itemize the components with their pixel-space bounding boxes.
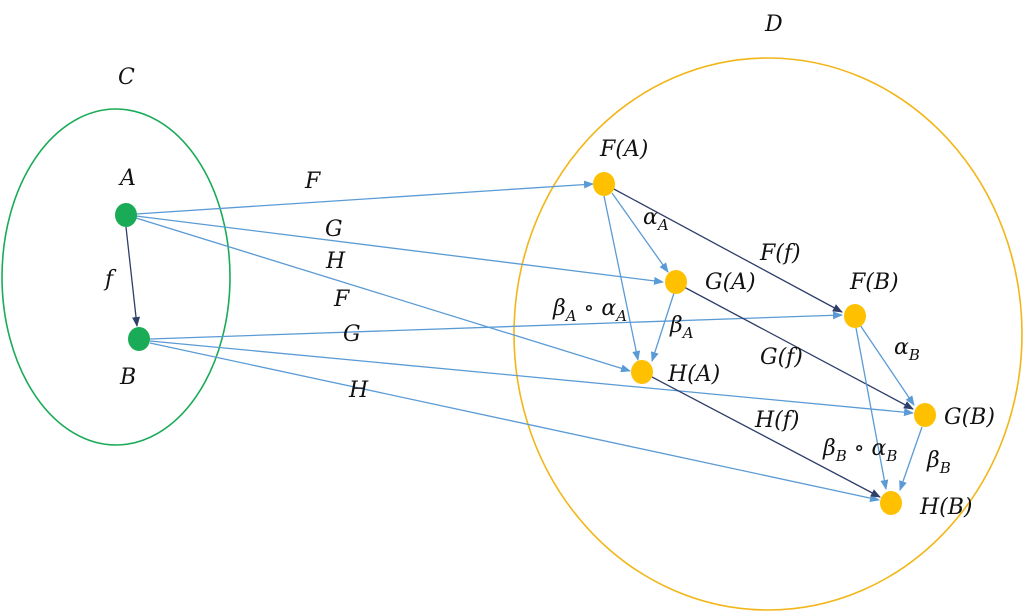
node-gb — [914, 403, 936, 427]
composite-a-beta: β — [552, 296, 566, 321]
composite-b-beta: β — [822, 436, 836, 461]
composite-b-label: βB ∘ αB — [822, 436, 897, 465]
beta-a-base: β — [669, 313, 683, 338]
functor-f-label-a: F — [304, 169, 321, 194]
node-ga — [665, 270, 687, 294]
alpha-b-base: α — [894, 335, 909, 360]
object-a-label: A — [118, 166, 136, 191]
beta-b-base: β — [926, 448, 940, 473]
morphism-gf-arrow — [683, 286, 914, 410]
alpha-b-label: αB — [894, 335, 920, 364]
node-a — [115, 203, 137, 227]
functor-h-label-b: H — [348, 378, 369, 403]
morphism-ff-label: F(f) — [759, 241, 801, 266]
morphism-hf-arrow — [651, 376, 881, 498]
beta-b-label: βB — [926, 448, 951, 477]
alpha-a-label: αA — [643, 205, 669, 234]
object-ga-label: G(A) — [705, 270, 756, 295]
morphism-f-label: f — [103, 267, 117, 292]
beta-b-arrow — [899, 426, 923, 491]
object-ha-label: H(A) — [667, 362, 720, 387]
beta-alpha-a-arrow — [603, 195, 641, 361]
beta-a-sub: A — [681, 324, 694, 342]
functor-h-arrow-b — [149, 342, 880, 503]
functor-g-arrow-b — [149, 340, 914, 417]
category-c-ellipse — [1, 108, 231, 446]
object-fb-label: F(B) — [849, 270, 899, 295]
composite-b-alpha: α — [872, 436, 887, 461]
beta-a-label: βA — [669, 313, 694, 342]
functor-f-arrow-b — [149, 311, 843, 340]
node-hb — [880, 491, 902, 515]
alpha-a-sub: A — [656, 216, 669, 234]
composite-a-op: ∘ — [577, 296, 602, 321]
functor-g-arrow-a — [135, 215, 664, 285]
alpha-b-arrow — [859, 324, 915, 406]
category-c-label: C — [118, 65, 135, 90]
object-gb-label: G(B) — [944, 405, 995, 430]
composite-b-beta-sub: B — [835, 447, 847, 465]
beta-a-arrow — [650, 292, 675, 362]
composite-a-beta-sub: A — [564, 307, 577, 325]
composite-a-label: βA ∘ αA — [552, 296, 627, 325]
functor-f-arrow-a — [135, 180, 594, 215]
morphism-f-arrow — [125, 226, 140, 327]
composite-a-alpha: α — [601, 296, 616, 321]
node-ha — [631, 360, 653, 384]
node-fa — [593, 172, 615, 196]
category-d-ellipse — [513, 57, 1023, 611]
alpha-b-sub: B — [908, 346, 920, 364]
alpha-a-arrow — [611, 192, 669, 273]
composite-b-alpha-sub: B — [885, 447, 897, 465]
composite-b-op: ∘ — [847, 436, 872, 461]
object-fa-label: F(A) — [599, 137, 648, 162]
functor-h-arrow-a — [135, 217, 631, 373]
beta-alpha-b-arrow — [855, 327, 889, 490]
node-fb — [844, 304, 866, 328]
functor-h-label-a: H — [325, 249, 346, 274]
functor-g-label-b: G — [343, 322, 361, 347]
morphism-hf-label: H(f) — [754, 408, 800, 433]
composite-a-alpha-sub: A — [614, 307, 627, 325]
object-hb-label: H(B) — [919, 495, 973, 520]
alpha-a-base: α — [643, 205, 658, 230]
morphism-ff-arrow — [611, 187, 843, 313]
node-b — [128, 327, 150, 351]
category-d-label: D — [764, 12, 783, 37]
beta-b-sub: B — [939, 459, 951, 477]
functor-f-label-b: F — [333, 287, 350, 312]
object-b-label: B — [119, 365, 136, 390]
morphism-gf-label: G(f) — [760, 345, 803, 370]
functor-g-label-a: G — [325, 217, 343, 242]
